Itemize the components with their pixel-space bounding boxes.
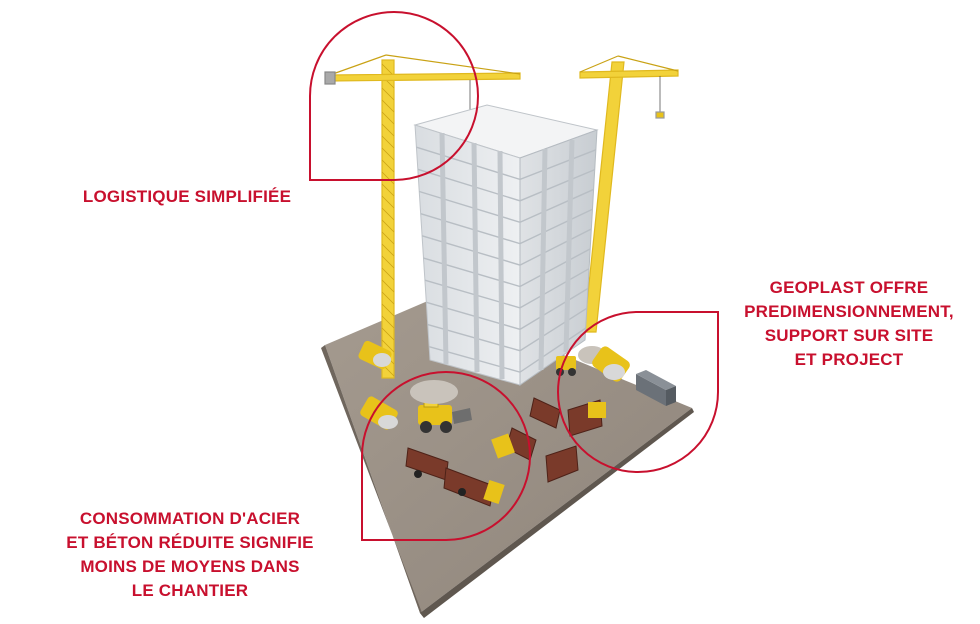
dump-truck-right <box>545 399 606 483</box>
callout-outlines <box>309 11 719 541</box>
crane-lattice-brace <box>381 87 395 101</box>
concrete-building <box>413 104 599 386</box>
callout-shape-logistics <box>309 11 479 181</box>
mixer-truck-right <box>592 346 630 382</box>
crane-lattice-brace <box>381 159 395 173</box>
crane-lattice-brace <box>381 315 395 329</box>
crane-lattice-brace <box>381 207 395 221</box>
callout-consumption-label: CONSOMMATION D'ACIER ET BÉTON RÉDUITE SI… <box>40 507 340 603</box>
callout-line: LE CHANTIER <box>131 581 249 600</box>
callout-line: SUPPORT SUR SITE <box>764 326 934 345</box>
callout-line: ET PROJECT <box>794 350 904 369</box>
crane-lattice-brace <box>381 291 395 305</box>
crane-lattice-brace <box>381 231 395 245</box>
tower-crane-right <box>579 55 679 333</box>
tower-crane-left <box>324 54 521 379</box>
building-columns <box>439 132 575 380</box>
callout-line: CONSOMMATION D'ACIER <box>79 509 301 528</box>
callout-line: MOINS DE MOYENS DANS <box>80 557 300 576</box>
crane-lattice-brace <box>381 219 395 233</box>
crane-lattice-brace <box>381 111 395 125</box>
callout-line: ET BÉTON RÉDUITE SIGNIFIE <box>66 533 314 552</box>
crane-lattice-brace <box>381 195 395 209</box>
crane-lattice-brace <box>381 99 395 113</box>
aggregate-pile <box>410 346 606 404</box>
crane-lattice-brace <box>381 339 395 353</box>
crane-lattice-brace <box>381 135 395 149</box>
callout-line: LOGISTIQUE SIMPLIFIÉE <box>82 187 292 206</box>
crane-lattice-brace <box>381 123 395 137</box>
dump-truck-left <box>405 447 505 507</box>
callout-line: GEOPLAST OFFRE <box>769 278 929 297</box>
crane-lattice-brace <box>381 183 395 197</box>
callout-shape-geoplast <box>557 311 719 473</box>
crane-lattice-brace <box>381 303 395 317</box>
crane-lattice-brace <box>381 279 395 293</box>
callout-geoplast-label: GEOPLAST OFFRE PREDIMENSIONNEMENT, SUPPO… <box>718 276 980 372</box>
dump-truck-center <box>491 397 561 461</box>
crane-lattice-brace <box>381 267 395 281</box>
crane-lattice-brace <box>381 327 395 341</box>
mixer-truck-left <box>360 396 398 430</box>
callout-line: PREDIMENSIONNEMENT, <box>744 302 954 321</box>
callout-shape-consumption <box>361 371 531 541</box>
mixer-truck-back-left <box>358 340 392 370</box>
crane-lattice-brace <box>381 171 395 185</box>
crane-lattice-brace <box>381 255 395 269</box>
crane-lattice-brace <box>381 147 395 161</box>
site-container <box>636 370 676 406</box>
crane-lattice-brace <box>381 243 395 257</box>
callout-logistics-label: LOGISTIQUE SIMPLIFIÉE <box>62 185 312 209</box>
